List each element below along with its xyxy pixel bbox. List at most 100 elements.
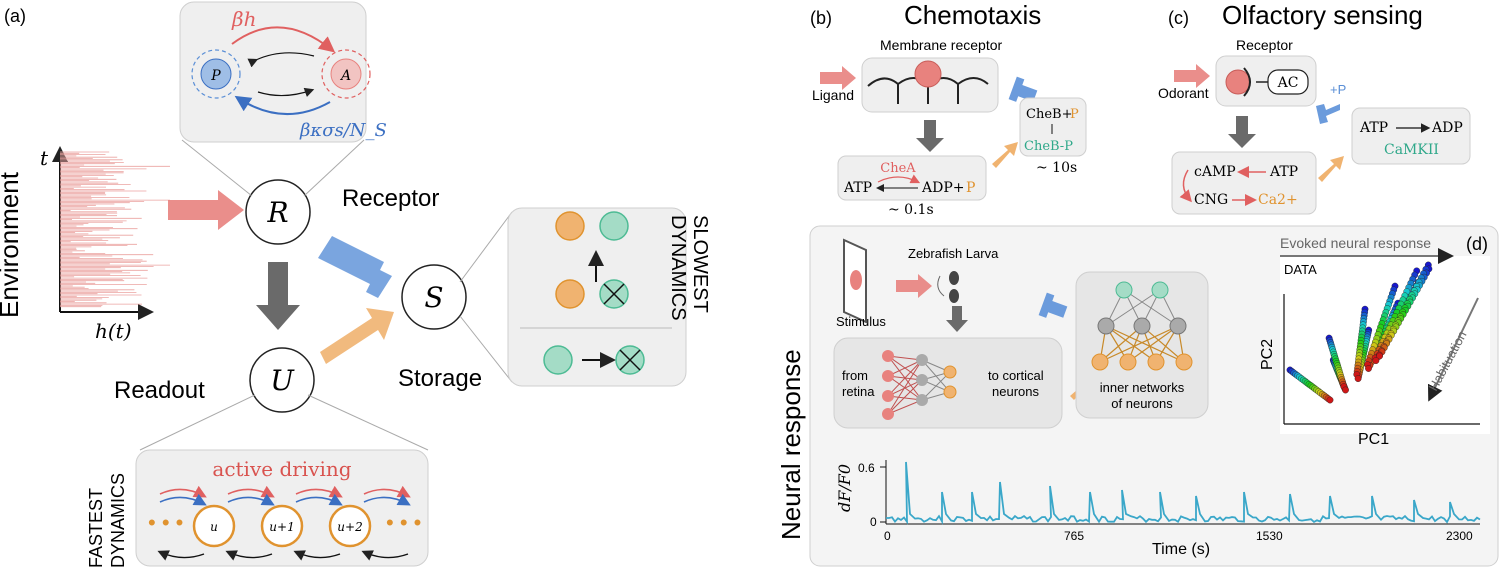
readout-node	[328, 504, 372, 548]
inner-label-2: of neurons	[1111, 396, 1173, 411]
cng-label: CNG	[1194, 192, 1228, 208]
P-label: P	[210, 68, 221, 84]
trace-line	[886, 461, 1481, 525]
camkii-box	[1351, 107, 1471, 165]
pca-data-label: DATA	[1284, 262, 1317, 277]
trace-ylabel: dF/F0	[835, 464, 854, 512]
camp-label: cAMP	[1194, 164, 1236, 180]
panel-c-label: (c)	[1168, 8, 1189, 28]
cortical-neuron	[943, 365, 957, 379]
pc2-label: PC2	[1259, 339, 1276, 370]
olfactory-receptor-label: Receptor	[1236, 37, 1293, 53]
P-state	[200, 58, 232, 90]
R-to-U-arrow	[256, 262, 300, 330]
olfactory-title: Olfactory sensing	[1222, 0, 1423, 30]
cheb-bottom: CheB-P	[1024, 139, 1073, 154]
cortical-neuron	[943, 385, 957, 399]
decay-arrow	[361, 550, 409, 561]
camp-box	[1171, 151, 1317, 215]
chea-label: CheA	[880, 161, 916, 176]
readout-node-label: u+1	[269, 520, 294, 534]
S-node	[401, 264, 467, 330]
pca-point	[1372, 357, 1380, 364]
A-label: A	[339, 68, 351, 84]
reverse-arrow	[363, 493, 411, 506]
beta-kappa-label: βκσs/N_S	[299, 120, 387, 141]
pca-point	[1342, 386, 1349, 394]
readout-node-label: u	[210, 520, 218, 534]
xtick-765: 765	[1064, 529, 1084, 543]
pca-point	[1376, 352, 1384, 360]
stimulus-label: Stimulus	[836, 314, 886, 329]
panel-b-label: (b)	[810, 8, 832, 28]
retina-network-box	[833, 337, 1063, 429]
inner-top-neuron	[1115, 281, 1133, 299]
reverse-arrow	[227, 493, 275, 506]
inner-mid-neuron	[1169, 317, 1187, 335]
inner-network-box	[1075, 271, 1209, 419]
to-label-1: to cortical	[988, 368, 1044, 383]
reverse-arrow	[295, 493, 343, 506]
inner-label-1: inner networks	[1100, 380, 1185, 395]
pca-trajectory	[1286, 261, 1433, 404]
from-label-2: retina	[842, 384, 875, 399]
reverse-arrow	[159, 493, 207, 506]
plus-p-label: +P	[1330, 82, 1346, 97]
pc1-label: PC1	[1358, 431, 1389, 448]
atp2-label: ATP	[1359, 120, 1388, 136]
xtick-0: 0	[884, 529, 891, 543]
S-to-R-inhibition	[318, 236, 392, 298]
active-driving-label: active driving	[212, 457, 351, 481]
t-axis-label: t	[40, 146, 49, 170]
storage-zoom-box	[507, 207, 687, 387]
inner-network	[1091, 281, 1193, 371]
xtick-2300: 2300	[1446, 529, 1473, 543]
h-axis-label: h(t)	[95, 319, 132, 343]
S-label: S	[424, 281, 443, 314]
pca-point	[1365, 365, 1372, 372]
hidden-neuron	[916, 374, 928, 386]
chemotaxis-title: Chemotaxis	[904, 0, 1041, 30]
fastest-label-1: FASTEST	[86, 488, 106, 568]
adp2-label: ADP	[1431, 120, 1463, 136]
ac-label: AC	[1277, 75, 1299, 91]
camkii-label: CaMKII	[1384, 142, 1439, 158]
decay-arrow	[293, 550, 341, 561]
panel-a-label: (a)	[4, 6, 26, 26]
trace-plot	[880, 460, 1481, 525]
cheb-top: CheB+	[1026, 107, 1072, 122]
slow-time-label: ~ 10s	[1036, 160, 1077, 176]
from-label-1: from	[842, 368, 868, 383]
environment-plot	[52, 146, 170, 320]
inner-bottom-neuron	[1175, 353, 1193, 371]
membrane-receptor-label: Membrane receptor	[880, 37, 1003, 53]
beta-h-label: βh	[231, 7, 256, 31]
zebrafish-label: Zebrafish Larva	[908, 246, 999, 261]
chea-adp: ADP+	[921, 180, 965, 196]
ca-label: Ca2+	[1258, 192, 1298, 208]
panel-d-label: (d)	[1466, 234, 1488, 254]
cheb-box	[1019, 97, 1087, 157]
fast-time-label: ~ 0.1s	[888, 202, 934, 218]
environment-to-R-arrow	[168, 190, 244, 230]
inner-bottom-neuron	[1119, 353, 1137, 371]
hidden-neuron	[916, 394, 928, 406]
dots-left: • • •	[148, 510, 183, 535]
readout-node	[192, 504, 236, 548]
storage-label: Storage	[398, 365, 482, 392]
fastest-label-2: DYNAMICS	[108, 473, 128, 568]
trace-xlabel: Time (s)	[1152, 541, 1210, 558]
readout-node-label: u+2	[337, 520, 362, 534]
R-label: R	[266, 196, 288, 229]
neural-response-label: Neural response	[776, 349, 806, 540]
to-label-2: neurons	[992, 384, 1039, 399]
inner-mid-neuron	[1097, 317, 1115, 335]
inner-bottom-neuron	[1147, 353, 1165, 371]
A-state	[330, 58, 362, 90]
camp-atp: ATP	[1269, 164, 1298, 180]
ligand-label: Ligand	[812, 87, 854, 103]
cheb-top-p: P	[1070, 107, 1079, 122]
readout-chain: u u+1 u+2	[157, 485, 411, 561]
retina-neuron	[882, 408, 894, 420]
